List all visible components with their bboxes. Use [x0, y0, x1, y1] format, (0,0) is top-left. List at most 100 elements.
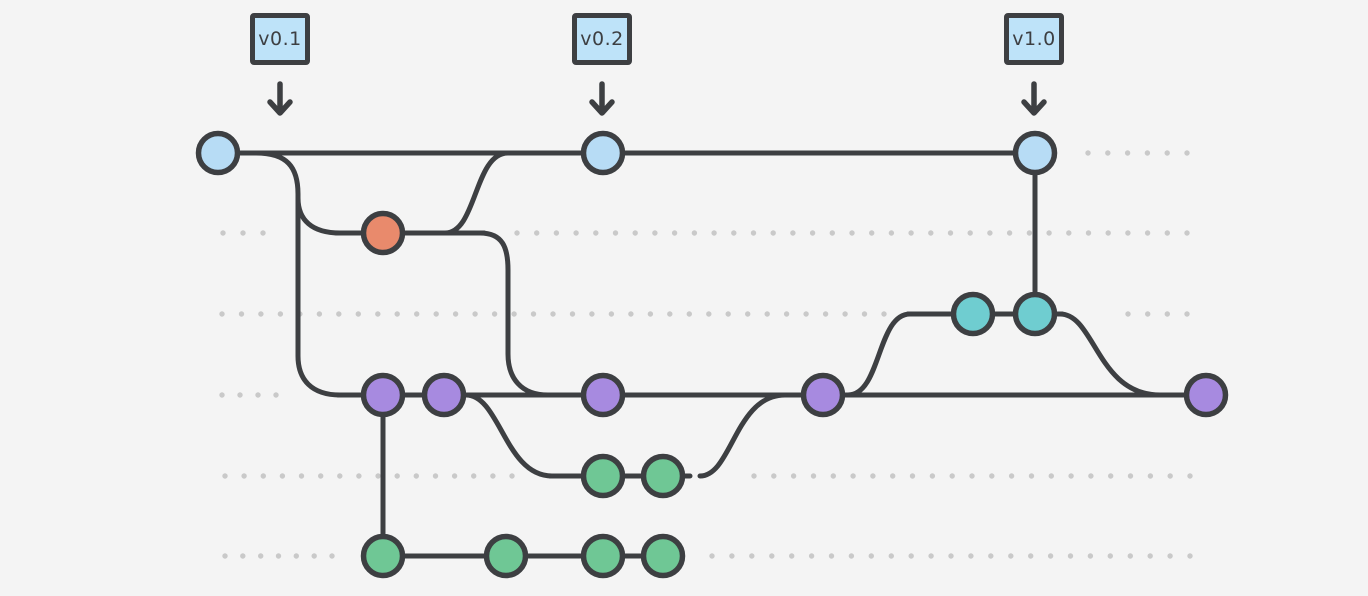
- curve-lane3-merge-lane4: [1057, 311, 1163, 398]
- lane-dot: [850, 473, 856, 479]
- lane-dot: [534, 230, 540, 236]
- lane-dot: [241, 473, 247, 479]
- lane-dot: [750, 230, 757, 236]
- lane-dot: [1008, 553, 1014, 559]
- lane-dot: [822, 311, 829, 317]
- lane-dot: [1067, 553, 1074, 559]
- lane-dot: [881, 311, 887, 317]
- lane-dot: [967, 230, 973, 236]
- lane-dot: [1105, 150, 1111, 156]
- curve-lane4-to-lane5: [463, 392, 555, 479]
- lane-dot: [260, 230, 266, 236]
- lane-dot: [771, 473, 777, 479]
- lane-dot: [1125, 311, 1131, 317]
- commit-node-lane6-2: [483, 533, 529, 579]
- lane-dot: [849, 230, 855, 236]
- lane-dot: [375, 473, 381, 479]
- lane-dot: [888, 553, 894, 559]
- commit-node-lane6-4: [640, 533, 686, 579]
- commit-node-lane1-3: [1012, 130, 1058, 176]
- lane-dot: [356, 473, 362, 479]
- lane-dot: [709, 553, 715, 559]
- version-tag-label: v0.2: [580, 28, 624, 50]
- lane-dot: [770, 230, 776, 236]
- lane-dot: [316, 311, 323, 317]
- lane-dot: [929, 473, 936, 479]
- lane-dot: [809, 230, 816, 236]
- lane-dot: [949, 473, 955, 479]
- lane-dot: [329, 553, 335, 559]
- lane-dot: [311, 553, 317, 559]
- lane-dot: [725, 311, 731, 317]
- lane-dot: [1108, 473, 1114, 479]
- commit-node-lane6-3: [580, 533, 626, 579]
- lane-dot: [632, 230, 638, 236]
- lane-dot: [1028, 553, 1034, 559]
- lane-dot: [1147, 473, 1154, 479]
- lane-dot: [1046, 230, 1052, 236]
- lane-dot: [220, 230, 226, 236]
- lane-dot: [848, 553, 855, 559]
- lane-dot: [1085, 150, 1091, 156]
- dotted-lane-row-lane1-dots-right: [1085, 150, 1190, 156]
- lane-dot: [790, 230, 796, 236]
- lane-dot: [451, 473, 458, 479]
- lane-dot: [1127, 553, 1134, 559]
- lane-dot: [790, 473, 797, 479]
- lane-dot: [337, 473, 343, 479]
- lane-dot: [1008, 473, 1015, 479]
- lane-dot: [553, 230, 560, 236]
- curve-lane1-to-lane4: [253, 150, 343, 398]
- lane-dot: [222, 473, 228, 479]
- lane-dot: [1145, 311, 1151, 317]
- lane-dot: [1107, 553, 1114, 559]
- lane-dot: [1147, 553, 1153, 559]
- lane-dot: [355, 311, 361, 317]
- lane-dot: [1164, 311, 1171, 317]
- lane-dot: [1105, 230, 1111, 236]
- lane-dot: [810, 473, 817, 479]
- lane-dot: [908, 230, 914, 236]
- lane-dot: [869, 230, 875, 236]
- lane-dot: [829, 230, 835, 236]
- lane-dot: [452, 311, 459, 317]
- lane-dot: [1127, 473, 1134, 479]
- dotted-lane-row-lane3-dots-left: [219, 311, 887, 317]
- lane-dot: [413, 473, 419, 479]
- lane-dot: [1048, 473, 1055, 479]
- lane-dot: [989, 473, 995, 479]
- version-tag-label: v0.1: [258, 28, 302, 50]
- lane-dot: [1085, 230, 1092, 236]
- lane-dot: [928, 553, 934, 559]
- dotted-lane-row-lane3-dots-right: [1125, 311, 1190, 317]
- arrow-down-icon: [589, 81, 615, 116]
- lane-dot: [222, 553, 228, 559]
- lane-dot: [1124, 150, 1131, 156]
- lane-dot: [667, 311, 673, 317]
- lane-dot: [1164, 230, 1171, 236]
- commit-node-lane4-3: [580, 372, 626, 418]
- lane-dot: [947, 230, 954, 236]
- arrow-down-icon: [1021, 81, 1047, 116]
- lane-dot: [1088, 473, 1094, 479]
- lane-dot: [375, 311, 381, 317]
- lane-dot: [298, 473, 305, 479]
- lane-dot: [1187, 473, 1193, 479]
- commit-node-lane4-2: [421, 372, 467, 418]
- lane-dot: [593, 230, 599, 236]
- version-tag-label: v1.0: [1012, 28, 1056, 50]
- lane-dot: [550, 311, 556, 317]
- commit-node-lane4-1: [360, 372, 406, 418]
- lane-dot: [258, 553, 264, 559]
- lane-dot: [293, 553, 299, 559]
- lane-dot: [1184, 311, 1190, 317]
- lane-dot: [803, 311, 809, 317]
- lane-dot: [277, 311, 284, 317]
- lane-dot: [240, 230, 246, 236]
- dotted-lane-row-lane6-dots-right: [709, 553, 1193, 559]
- lane-dot: [706, 311, 712, 317]
- lane-dot: [908, 553, 914, 559]
- lane-dot: [749, 553, 755, 559]
